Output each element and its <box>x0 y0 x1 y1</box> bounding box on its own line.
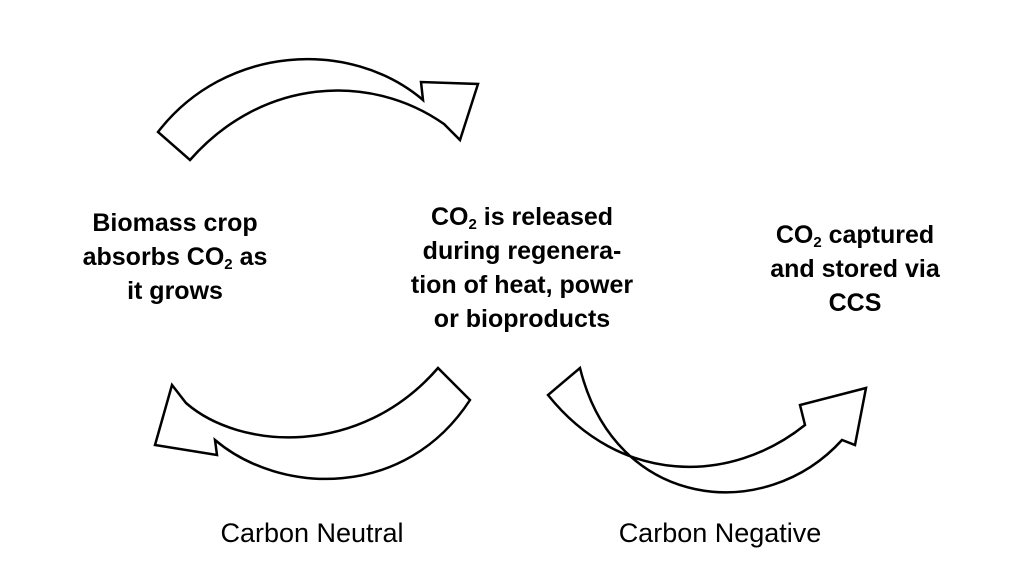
right-line-3: CCS <box>828 289 882 317</box>
right-line-1: CO2 captured <box>775 221 935 251</box>
center-line-4: or bioproducts <box>433 305 611 333</box>
biomass-absorbs-text: Biomass crop absorbs CO2 as it grows <box>45 206 305 308</box>
carbon-neutral-label: Carbon Neutral <box>220 518 404 548</box>
carbon-negative-label: Carbon Negative <box>618 518 822 548</box>
left-line-1: Biomass crop <box>92 209 258 237</box>
center-line-1: CO2 is released <box>430 203 614 233</box>
center-line-3: tion of heat, power <box>410 271 634 299</box>
co2-captured-text: CO2 captured and stored via CCS <box>730 218 980 320</box>
left-line-3: it grows <box>127 277 223 305</box>
top-curved-arrow <box>156 57 480 162</box>
bottom-left-curved-arrow <box>153 366 472 481</box>
bottom-right-curved-arrow <box>546 365 868 494</box>
co2-released-text: CO2 is released during regenera- tion of… <box>372 200 672 336</box>
right-line-2: and stored via <box>770 255 940 283</box>
left-line-2: absorbs CO2 as <box>82 243 268 273</box>
center-line-2: during regenera- <box>422 237 622 265</box>
